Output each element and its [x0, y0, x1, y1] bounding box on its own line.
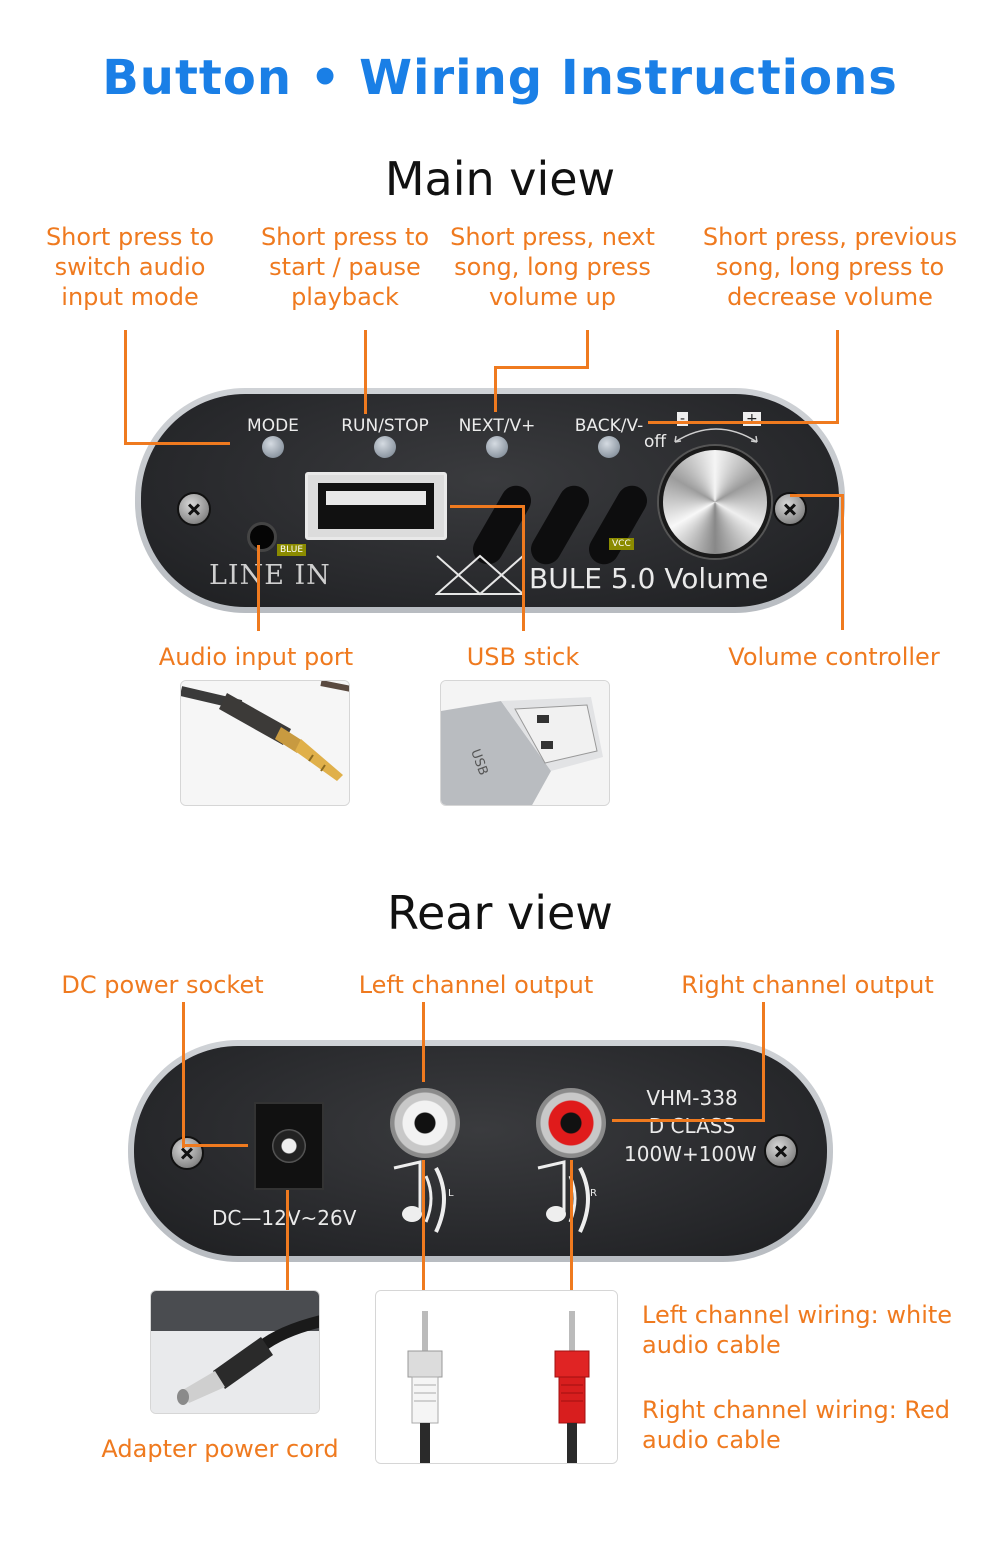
minus-mark: - — [677, 412, 689, 426]
logo-icon — [435, 554, 525, 596]
dc-label: DC—12V~26V — [212, 1206, 357, 1230]
wire — [124, 330, 127, 444]
power-label: 100W+100W — [624, 1142, 757, 1166]
back-button[interactable] — [598, 436, 620, 458]
audio-cable-thumbnail — [180, 680, 350, 806]
wire — [570, 1160, 573, 1290]
wire — [182, 1144, 248, 1147]
volume-arc-icon — [674, 428, 758, 443]
wire — [364, 330, 367, 414]
right-mark: R — [590, 1188, 597, 1199]
wire — [841, 494, 844, 630]
callout-right-wiring: Right channel wiring: Red audio cable — [642, 1396, 951, 1454]
blue-tag: BLUE — [277, 544, 307, 556]
callout-left-out: Left channel output — [358, 971, 594, 999]
next-button[interactable] — [486, 436, 508, 458]
callout-volume: Volume controller — [728, 643, 940, 671]
line-in-jack[interactable] — [247, 522, 277, 552]
off-label: off — [644, 432, 667, 452]
wire — [494, 366, 589, 369]
mode-button[interactable] — [262, 436, 284, 458]
usb-stick-thumbnail: USB — [440, 680, 610, 806]
run-stop-button[interactable] — [374, 436, 396, 458]
screw-icon — [764, 1134, 798, 1168]
rca-cables-thumbnail — [375, 1290, 618, 1464]
wire — [422, 1002, 425, 1082]
wire — [586, 330, 589, 368]
screw-icon — [170, 1136, 204, 1170]
volume-knob[interactable] — [659, 446, 771, 558]
screw-icon — [177, 492, 211, 526]
wire — [450, 505, 525, 508]
rear-panel-face: DC—12V~26V L R VHM-338 D CLASS 100W+100W — [134, 1046, 827, 1256]
rear-panel: DC—12V~26V L R VHM-338 D CLASS 100W+100W — [128, 1040, 833, 1262]
dc-power-socket[interactable] — [254, 1102, 324, 1190]
callout-adapter: Adapter power cord — [101, 1435, 339, 1463]
wire — [648, 421, 839, 424]
adapter-cord-thumbnail — [150, 1290, 320, 1414]
wire — [124, 442, 230, 445]
wire — [257, 545, 260, 631]
left-rca-jack[interactable] — [390, 1088, 460, 1158]
main-view-heading: Main view — [384, 152, 616, 206]
model-label: VHM-338 — [646, 1086, 738, 1110]
right-rca-jack[interactable] — [536, 1088, 606, 1158]
callout-run-stop: Short press to start / pause playback — [260, 223, 430, 311]
wire — [182, 1002, 185, 1148]
callout-audio-input: Audio input port — [158, 643, 354, 671]
rear-view-heading: Rear view — [387, 886, 613, 940]
wire — [790, 494, 844, 497]
callout-back: Short press, previous song, long press t… — [702, 223, 958, 311]
vent-slot — [583, 480, 653, 570]
front-panel: MODE RUN/STOP NEXT/V+ BACK/V- BLUE LINE … — [135, 388, 845, 613]
callout-usb: USB stick — [466, 643, 580, 671]
wire — [422, 1160, 425, 1290]
run-stop-label: RUN/STOP — [341, 416, 429, 436]
line-in-label: LINE IN — [209, 560, 331, 591]
class-label: D CLASS — [648, 1114, 736, 1138]
music-note-icon — [393, 1160, 446, 1233]
wire — [762, 1002, 765, 1122]
callout-mode: Short press to switch audio input mode — [45, 223, 215, 311]
callout-next: Short press, next song, long press volum… — [450, 223, 655, 311]
mode-label: MODE — [247, 416, 299, 436]
callout-left-wiring: Left channel wiring: white audio cable — [642, 1301, 953, 1359]
vent-slot — [525, 480, 595, 570]
front-panel-face: MODE RUN/STOP NEXT/V+ BACK/V- BLUE LINE … — [141, 394, 839, 607]
back-label: BACK/V- — [574, 416, 644, 436]
screw-icon — [773, 492, 807, 526]
vcc-tag: VCC — [609, 538, 634, 550]
wire — [522, 505, 525, 631]
wire — [494, 366, 497, 412]
callout-right-out: Right channel output — [681, 971, 934, 999]
left-mark: L — [448, 1188, 454, 1199]
page-title: Button • Wiring Instructions — [102, 50, 898, 106]
wire — [836, 330, 839, 424]
wire — [612, 1119, 765, 1122]
callout-dc: DC power socket — [61, 971, 264, 999]
next-label: NEXT/V+ — [458, 416, 536, 436]
brand-label: BULE 5.0 Volume — [529, 562, 769, 595]
usb-port[interactable] — [305, 472, 447, 540]
wire — [286, 1190, 289, 1290]
